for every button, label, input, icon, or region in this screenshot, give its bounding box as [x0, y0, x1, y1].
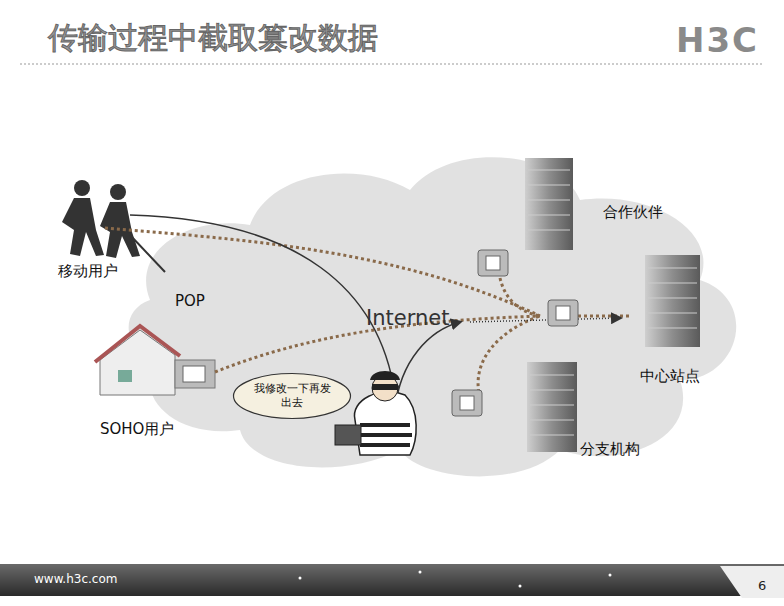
bubble-texts: 我修改一下再发出去 — [250, 382, 334, 410]
cloud-label: Internet — [366, 306, 449, 330]
footer-url: www.h3c.com — [34, 572, 117, 586]
routers — [452, 250, 578, 416]
buildings — [525, 158, 700, 452]
site-label: 移动用户 — [58, 262, 118, 281]
site-label: SOHO用户 — [100, 420, 174, 439]
slide-title: 传输过程中截取篡改数据 — [48, 18, 378, 59]
bubble-text: 我修改一下再发出去 — [250, 382, 334, 410]
site-label: 中心站点 — [640, 367, 700, 386]
mobile-users — [62, 180, 165, 272]
soho-house — [95, 326, 215, 395]
internet-cloud — [129, 157, 737, 476]
footer-sparkles — [299, 571, 612, 588]
site-label: 合作伙伴 — [603, 203, 663, 222]
bubble-shape — [234, 374, 351, 419]
footer-bar — [0, 564, 784, 596]
speech-bubble: 我修改一下再发出去 — [232, 372, 352, 420]
site-label: 分支机构 — [580, 440, 640, 459]
title-rule — [20, 64, 764, 65]
brand-logo: H3C — [676, 20, 759, 60]
page-tab — [720, 566, 784, 598]
hacker — [335, 371, 416, 455]
region-label: POP — [175, 292, 205, 310]
building-floors — [528, 170, 697, 435]
page-number: 6 — [758, 578, 766, 593]
